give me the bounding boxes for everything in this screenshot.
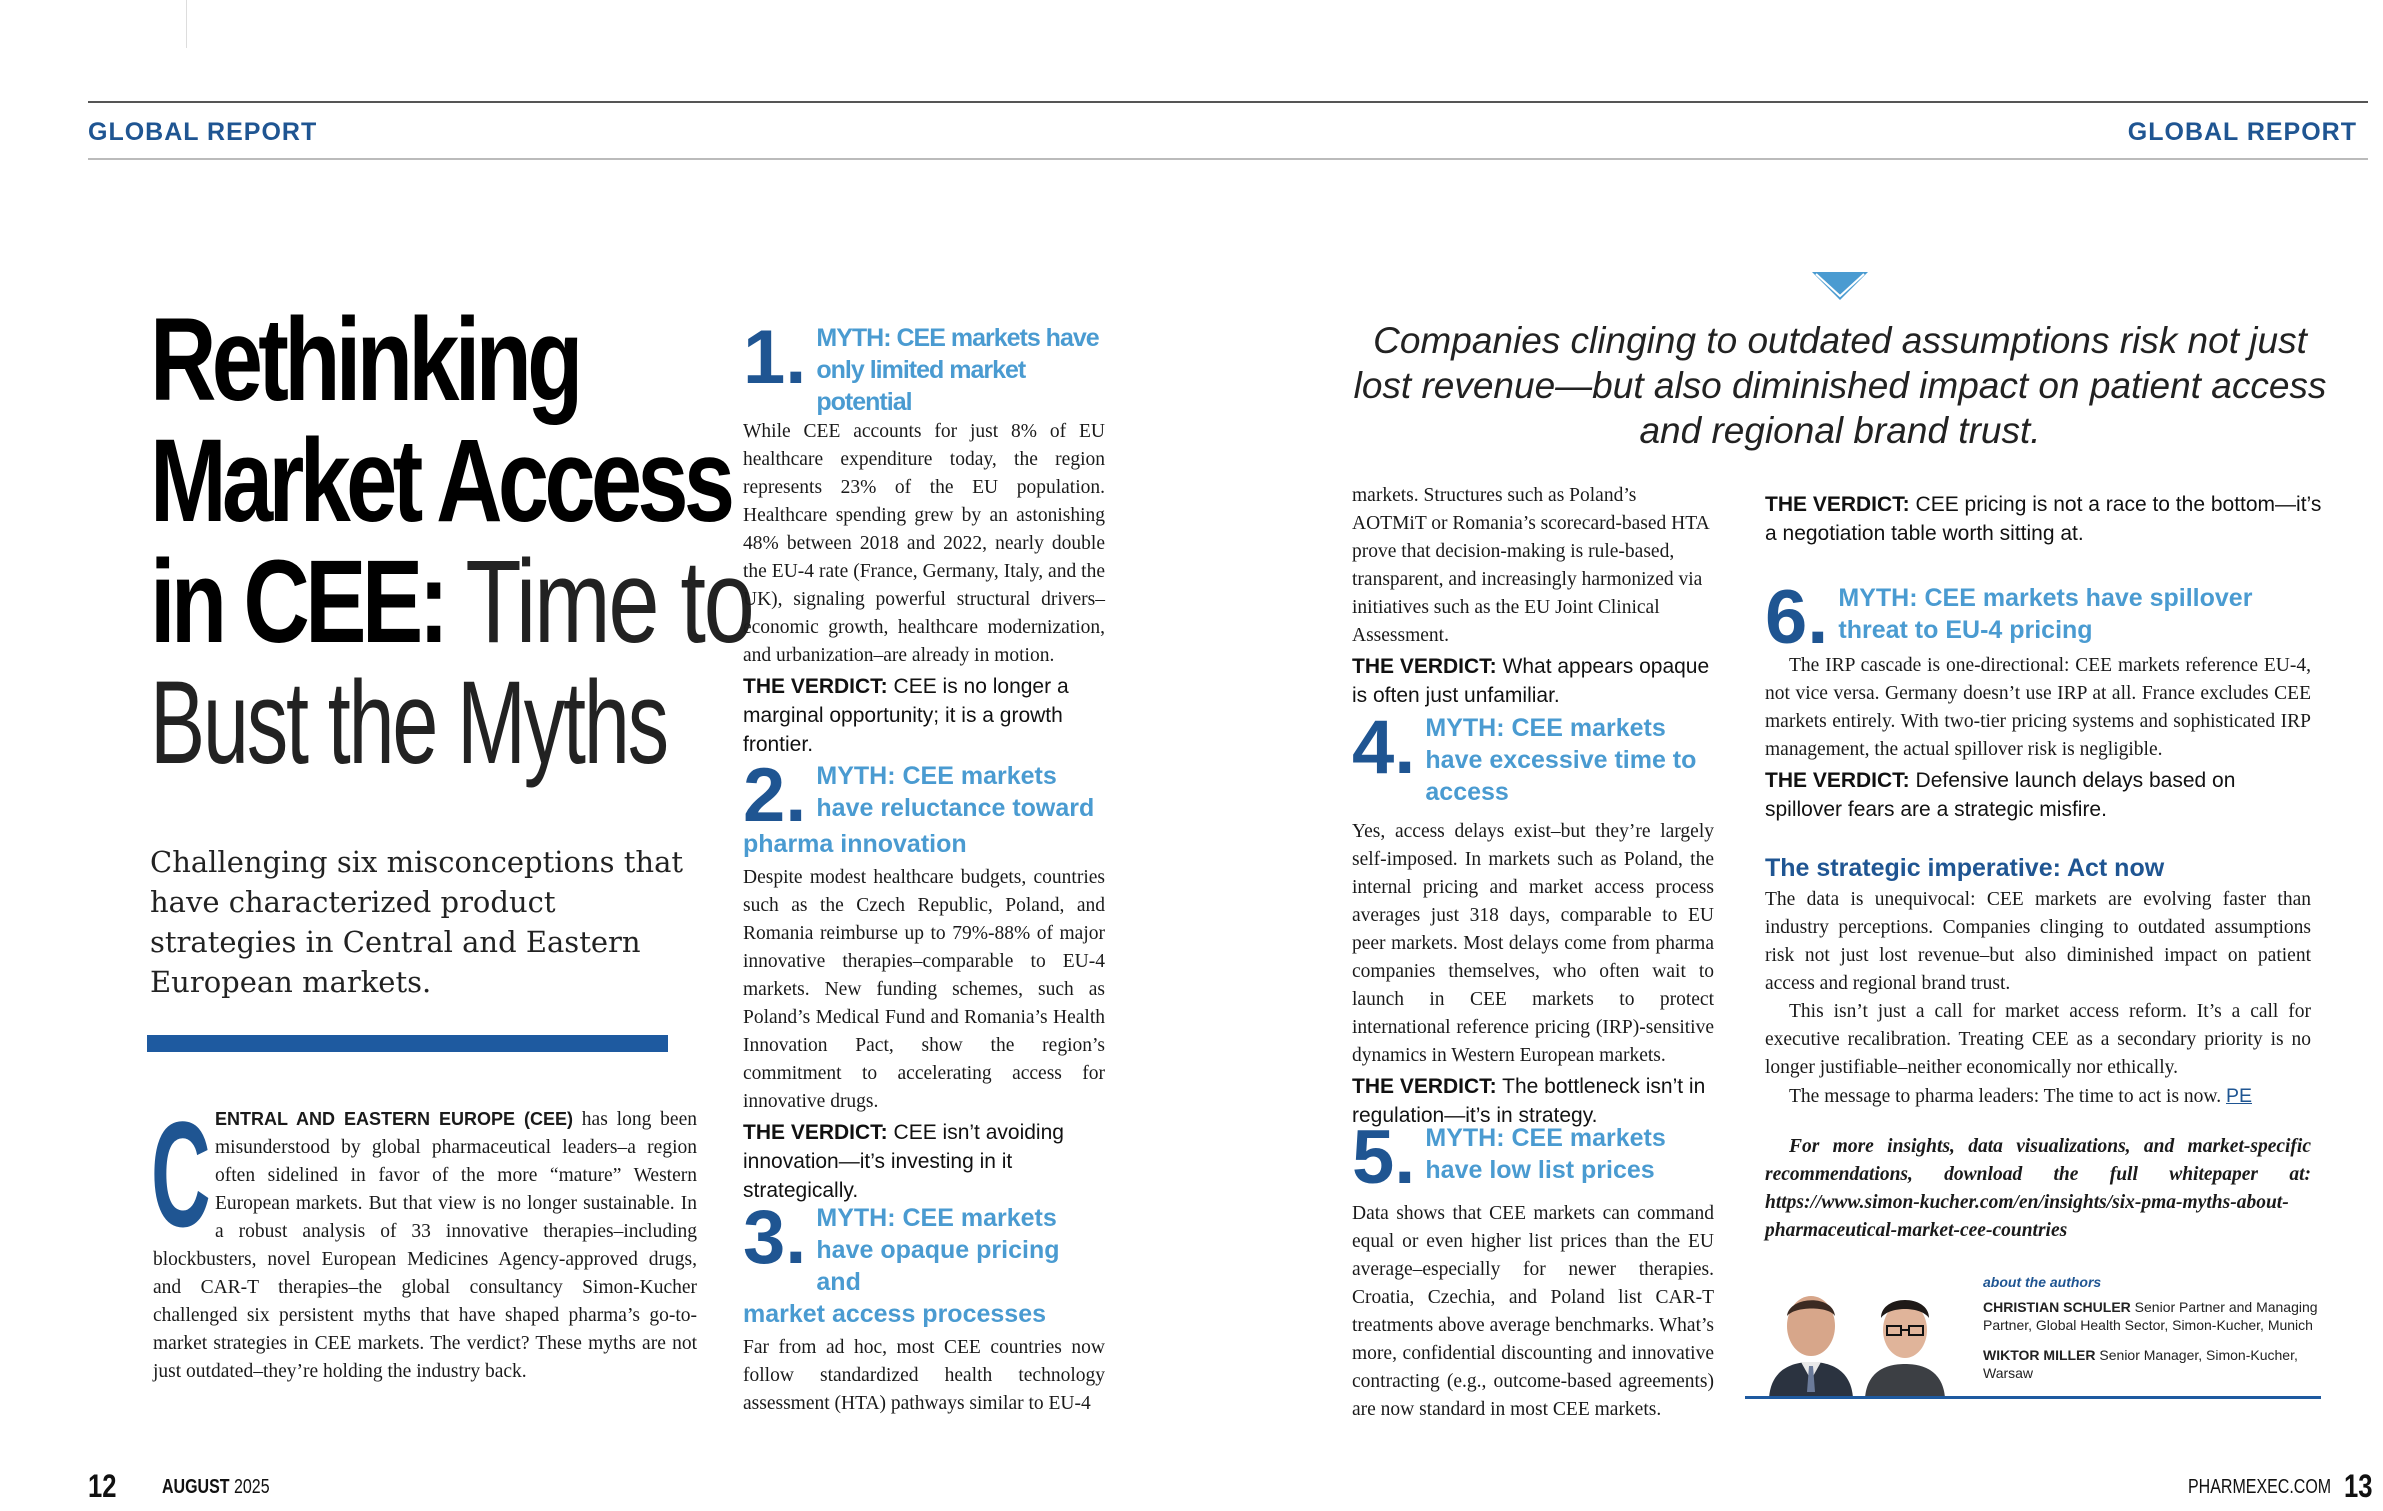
author-2: WIKTOR MILLER Senior Manager, Simon-Kuch… (1983, 1346, 2321, 1382)
myth-2-number: 2. (743, 753, 807, 838)
article-subtitle: Challenging six misconceptions that have… (150, 845, 684, 999)
author-2-name: WIKTOR MILLER (1983, 1347, 2096, 1363)
myth-1: 1. MYTH: CEE markets have only limited m… (743, 315, 1105, 759)
author-2-role: Senior Manager, Simon-Kucher, Warsaw (1983, 1347, 2298, 1381)
title-line-4: Bust the Myths (150, 657, 669, 789)
myth-4-number: 4. (1352, 705, 1416, 790)
myth-5-verdict-block: THE VERDICT: CEE pricing is not a race t… (1765, 488, 2325, 548)
pull-quote: Companies clinging to outdated assumptio… (1353, 320, 2327, 451)
quote-arrow-icon (1812, 272, 1868, 300)
myth-5-title-2: have low list prices (1425, 1156, 1655, 1184)
section-label-right: GLOBAL REPORT (2127, 118, 2357, 146)
myth-3-verdict: THE VERDICT: What appears opaque is ofte… (1352, 655, 1710, 707)
authors-label: about the authors (1983, 1274, 2102, 1290)
title-divider-bar (147, 1035, 668, 1052)
corner-rule (186, 0, 187, 48)
myth-5-title-1: MYTH: CEE markets (1425, 1124, 1666, 1152)
page-number-right: 13 (2344, 1468, 2373, 1504)
myth-6-title-1: MYTH: CEE markets have spillover (1838, 584, 2253, 612)
myth-2-title-1: MYTH: CEE markets (816, 762, 1057, 790)
myth-1-title: MYTH: CEE markets have only limited mark… (816, 324, 1099, 416)
top-rule (88, 101, 2368, 103)
section-label-left: GLOBAL REPORT (88, 118, 318, 146)
author-1: CHRISTIAN SCHULER Senior Partner and Man… (1983, 1298, 2321, 1334)
strategic-imperative: The strategic imperative: Act now The da… (1765, 852, 2311, 1245)
myth-5: 5. MYTH: CEE markets have low list prices… (1352, 1115, 1714, 1424)
myth-6-number: 6. (1765, 575, 1829, 660)
myth-5-verdict: THE VERDICT: CEE pricing is not a race t… (1765, 493, 2322, 545)
page-number-left: 12 (88, 1468, 117, 1504)
myth-2-body: Despite modest healthcare budgets, count… (743, 867, 1105, 1112)
myth-5-body: Data shows that CEE markets can command … (1352, 1203, 1714, 1420)
end-mark: PE (2226, 1085, 2253, 1107)
myth-3-title-2: have opaque pricing and (816, 1236, 1060, 1296)
myth-1-number: 1. (743, 315, 807, 400)
title-line-1: Rethinking (150, 294, 583, 426)
myth-3-number: 3. (743, 1195, 807, 1280)
myth-3-title-1: MYTH: CEE markets (816, 1204, 1057, 1232)
author-1-role: Senior Partner and Managing Partner, Glo… (1983, 1299, 2318, 1333)
myth-1-body: While CEE accounts for just 8% of EU hea… (743, 421, 1105, 666)
footer-site: PHARMEXEC.COM (2188, 1476, 2332, 1498)
authors-box: about the authors CHRISTIAN SCHULER Seni… (1745, 1270, 2321, 1399)
imperative-heading: The strategic imperative: Act now (1765, 854, 2165, 882)
article-title: Rethinking Market Access in CEE: Time to… (150, 294, 755, 789)
myth-3-continued: markets. Structures such as Poland’s AOT… (1352, 482, 1714, 710)
imperative-p1: The data is unequivocal: CEE markets are… (1765, 889, 2311, 994)
myth-6: 6. MYTH: CEE markets have spillover threa… (1765, 575, 2311, 824)
myth-3-title-3: market access processes (743, 1300, 1047, 1328)
author-1-name: CHRISTIAN SCHULER (1983, 1299, 2131, 1315)
myth-3-body-cont: markets. Structures such as Poland’s AOT… (1352, 485, 1709, 646)
title-line-3-light: Time to (465, 536, 754, 668)
intro-lead: ENTRAL AND EASTERN EUROPE (CEE) (215, 1109, 573, 1129)
myth-6-title-2: threat to EU-4 pricing (1838, 616, 2093, 644)
myth-3: 3. MYTH: CEE markets have opaque pricing … (743, 1195, 1105, 1418)
myth-4: 4. MYTH: CEE markets have excessive time… (1352, 705, 1714, 1130)
myth-3-body: Far from ad hoc, most CEE countries now … (743, 1337, 1105, 1414)
header-underline (88, 158, 2368, 160)
whitepaper-note: For more insights, data visualizations, … (1765, 1136, 2311, 1241)
myth-2-title-3: pharma innovation (743, 830, 967, 858)
author-photo-1 (1763, 1282, 1859, 1398)
myth-5-number: 5. (1352, 1115, 1416, 1200)
title-line-2: Market Access (150, 415, 735, 547)
myth-2-verdict: THE VERDICT: CEE isn’t avoiding innovati… (743, 1121, 1064, 1202)
imperative-p3: The message to pharma leaders: The time … (1789, 1086, 2222, 1107)
myth-2-title-2: have reluctance toward (816, 794, 1095, 822)
footer-date: AUGUST 2025 (162, 1476, 270, 1499)
myth-4-body: Yes, access delays exist–but they’re lar… (1352, 821, 1714, 1066)
myth-1-verdict: THE VERDICT: CEE is no longer a marginal… (743, 675, 1069, 756)
imperative-p2: This isn’t just a call for market access… (1765, 1001, 2311, 1078)
footer-year: 2025 (229, 1476, 270, 1498)
title-line-3-bold: in CEE: (150, 536, 449, 668)
drop-cap: C (151, 1090, 211, 1258)
myth-6-body: The IRP cascade is one-directional: CEE … (1765, 655, 2311, 760)
myth-2: 2. MYTH: CEE markets have reluctance towa… (743, 753, 1105, 1205)
author-photo-2 (1857, 1282, 1953, 1398)
intro-text: has long been misunderstood by global ph… (153, 1109, 697, 1382)
myth-4-verdict: THE VERDICT: The bottleneck isn’t in reg… (1352, 1075, 1706, 1127)
myth-6-verdict: THE VERDICT: Defensive launch delays bas… (1765, 769, 2236, 821)
authors-rule (1745, 1396, 2321, 1399)
myth-4-title: MYTH: CEE markets have excessive time to… (1425, 714, 1697, 806)
footer-month: AUGUST (162, 1476, 230, 1498)
